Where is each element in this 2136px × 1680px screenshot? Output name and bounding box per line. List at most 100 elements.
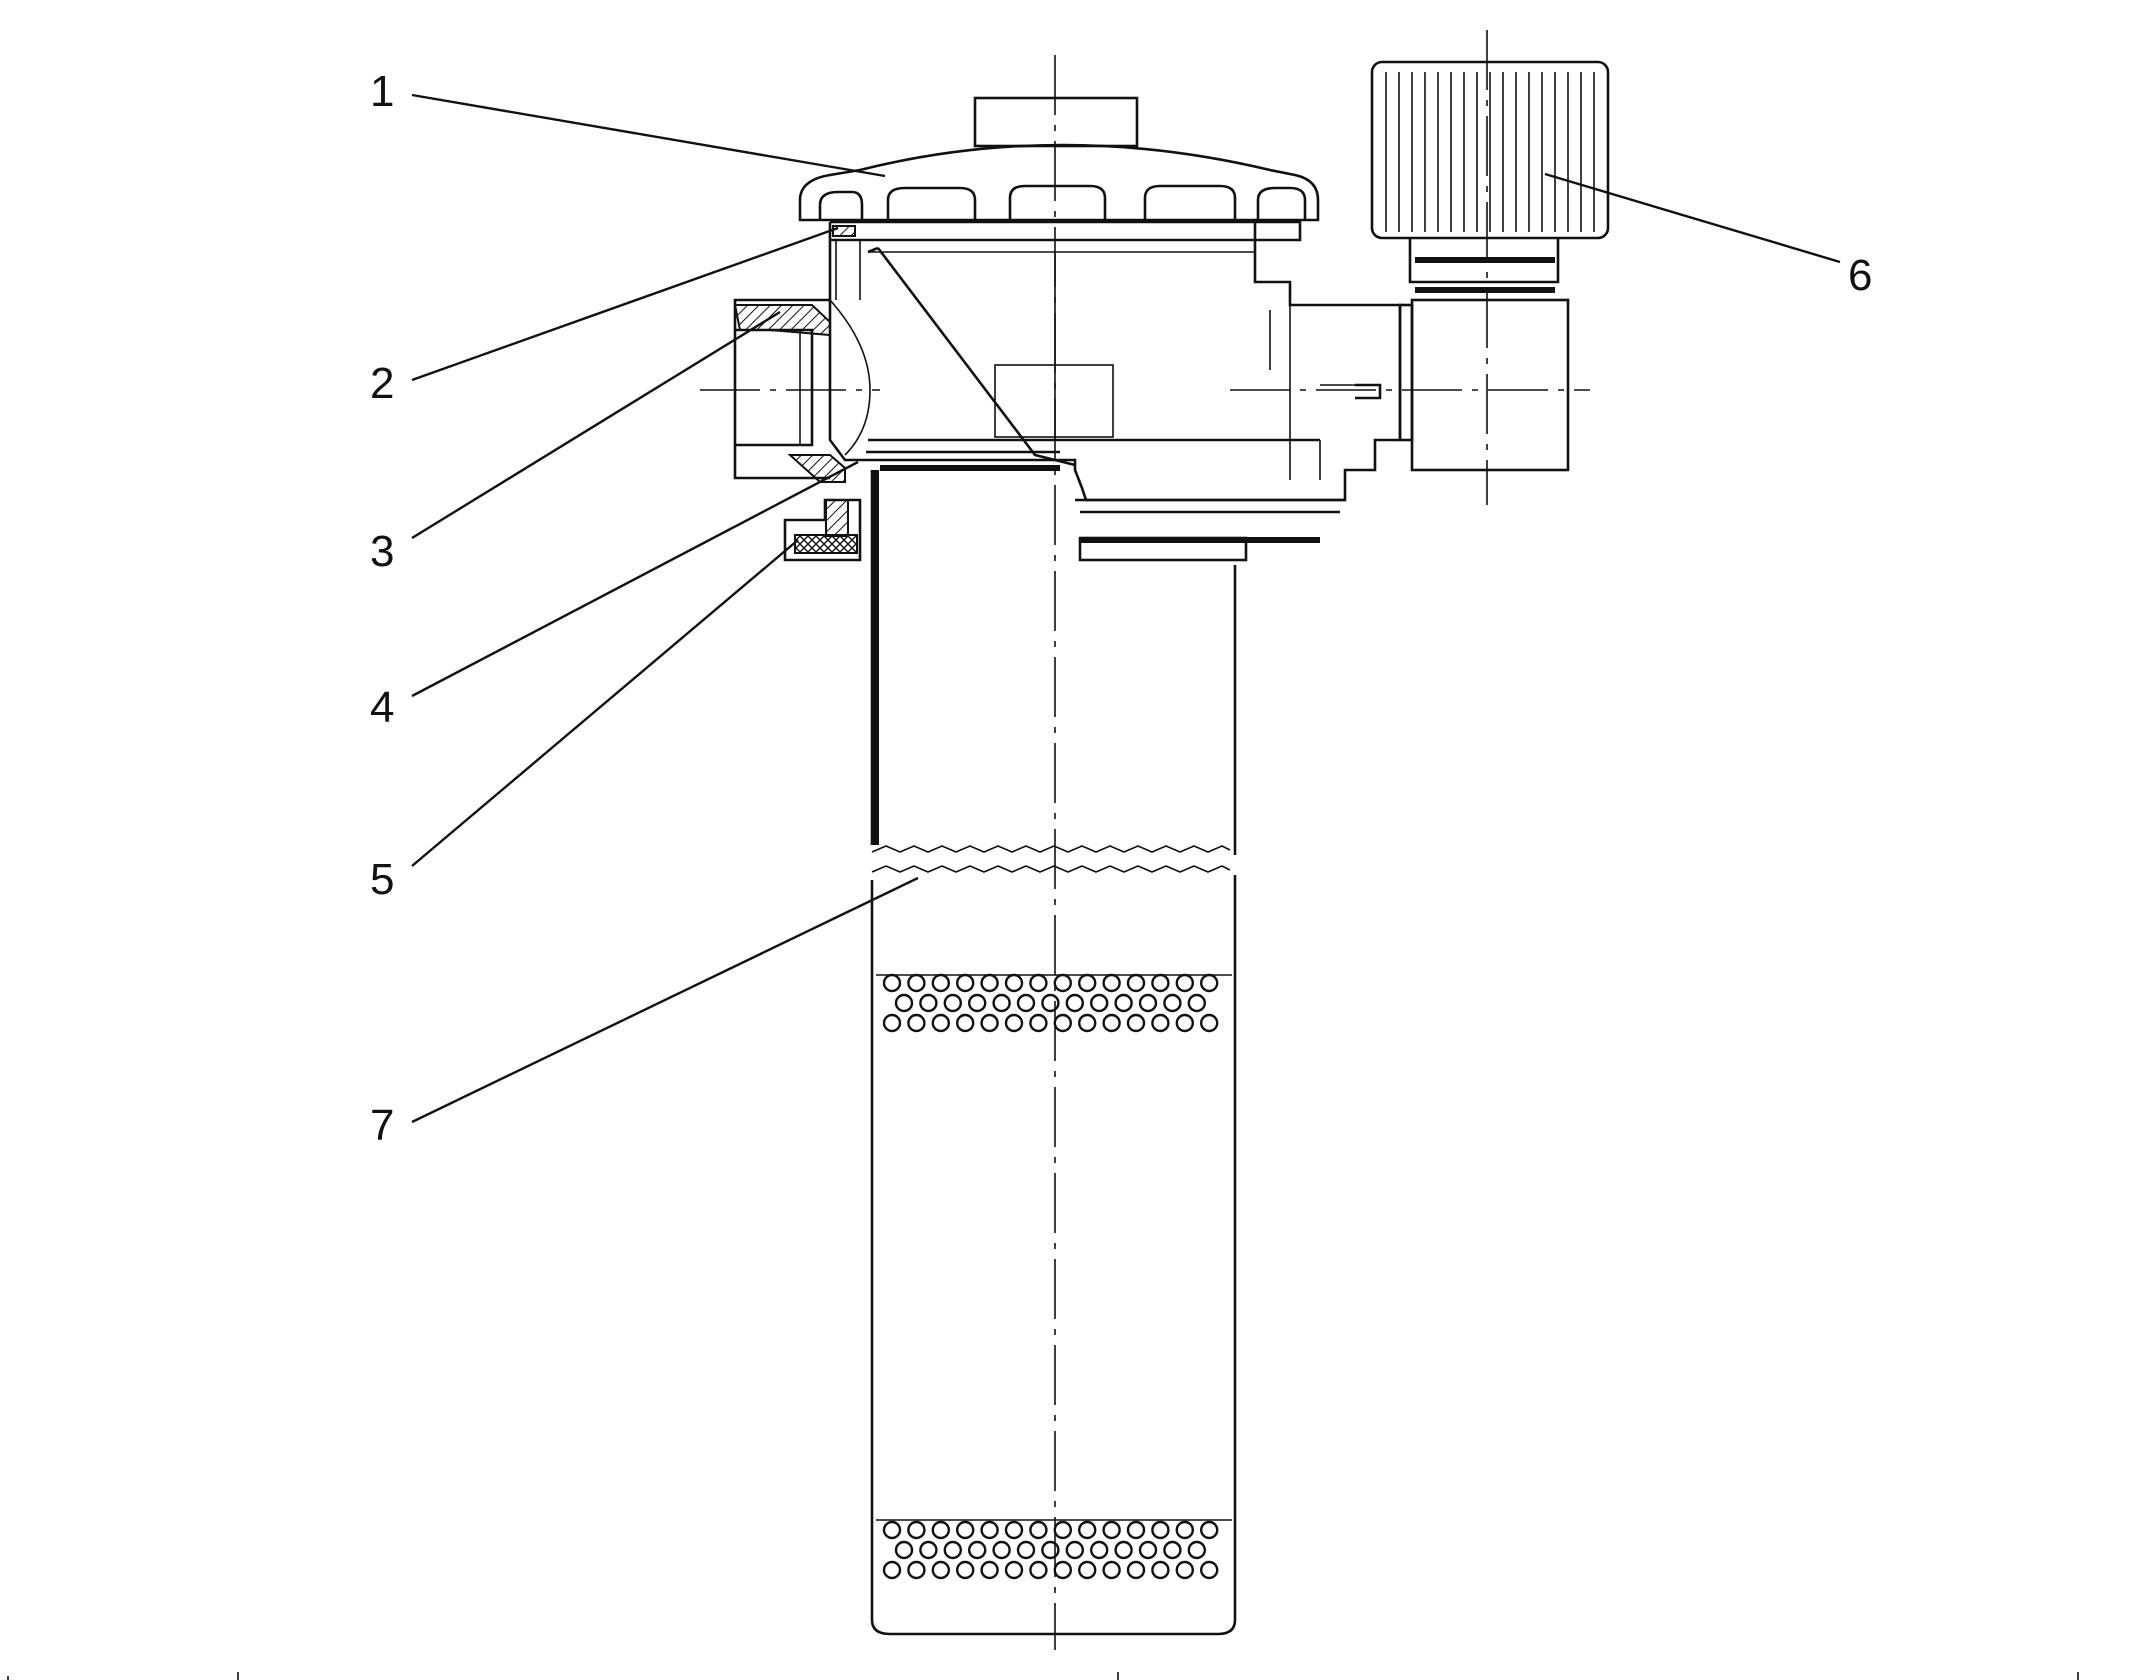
leader-lines [411, 93, 1841, 1124]
perforation-hole [1029, 1560, 1048, 1580]
perforation-hole [1163, 1540, 1182, 1560]
clogging-indicator [1370, 60, 1610, 472]
perforation-hole [1077, 1013, 1097, 1033]
perforation-hole [1187, 993, 1207, 1013]
perforation-hole [1065, 1540, 1085, 1560]
perforation-hole [1077, 973, 1097, 993]
perforation-hole [1114, 993, 1133, 1013]
break-line-upper [871, 845, 1231, 853]
perforation-hole [1175, 1013, 1195, 1033]
filter-head [828, 222, 1402, 562]
perforation-hole [1004, 1520, 1024, 1540]
perforation-hole [980, 1520, 999, 1540]
perforation-hole [943, 993, 962, 1013]
perforation-hole [1126, 1560, 1146, 1580]
perforation-hole [1126, 1520, 1146, 1540]
perforation-hole [1016, 993, 1036, 1013]
perforation-hole [1175, 973, 1195, 993]
perforation-hole [1053, 973, 1073, 993]
filter-cover [798, 96, 1320, 300]
perforation-hole [1077, 1520, 1097, 1540]
perforation-hole [882, 1013, 902, 1033]
perforation-hole [882, 973, 902, 993]
callout-5: 5 [370, 855, 394, 904]
perforation-hole [1187, 1540, 1207, 1560]
perforation-hole [1004, 1013, 1024, 1033]
perforation-hole [980, 1560, 999, 1580]
perforation-hole [1065, 993, 1085, 1013]
callout-labels: 1 2 3 4 5 6 7 [370, 67, 1872, 1150]
perforation-hole [931, 1013, 950, 1033]
leader-4 [411, 460, 859, 698]
perforation-hole [931, 973, 950, 993]
perforation-hole [1138, 1540, 1158, 1560]
perforation-hole [992, 1540, 1011, 1560]
perforation-hole [1126, 973, 1146, 993]
perforation-hole [1102, 973, 1121, 993]
callout-4: 4 [370, 683, 394, 732]
leader-1 [411, 93, 886, 178]
perforation-hole [919, 993, 938, 1013]
perforation-hole [931, 1520, 950, 1540]
perforation-hole [956, 1560, 975, 1580]
callout-3: 3 [370, 527, 394, 576]
perforation-hole [1199, 1560, 1219, 1580]
callout-1: 1 [370, 67, 394, 116]
perforation-holes-lower [882, 1520, 1219, 1580]
indicator-knurling [1385, 72, 1595, 232]
filter-bowl [870, 470, 1237, 1636]
perforation-hole [1151, 1520, 1170, 1540]
perforation-hole [968, 993, 987, 1013]
perforation-hole [907, 1013, 926, 1033]
perforation-hole [1151, 1013, 1170, 1033]
perforation-hole [1163, 993, 1182, 1013]
perforation-hole [956, 1520, 975, 1540]
break-line-lower [871, 865, 1231, 873]
perforation-hole [1126, 1013, 1146, 1033]
perforation-hole [1199, 1013, 1219, 1033]
lower-ring-seal [783, 498, 862, 562]
callout-6: 6 [1848, 251, 1872, 300]
perforation-hole [1029, 973, 1048, 993]
perforation-hole [1041, 1540, 1060, 1560]
perforation-hole [882, 1560, 902, 1580]
perforation-hole [1199, 1520, 1219, 1540]
perforation-hole [1114, 1540, 1133, 1560]
perforation-hole [1151, 973, 1170, 993]
perforation-hole [1175, 1560, 1195, 1580]
perforation-hole [1004, 973, 1024, 993]
page-ticks [7, 1672, 2079, 1680]
perforation-hole [1151, 1560, 1170, 1580]
perforation-hole [1102, 1520, 1121, 1540]
perforation-hole [980, 973, 999, 993]
perforation-hole [894, 993, 914, 1013]
perforation-hole [919, 1540, 938, 1560]
perforation-hole [1053, 1520, 1073, 1540]
perforation-hole [1016, 1540, 1036, 1560]
perforation-hole [956, 973, 975, 993]
perforation-hole [1089, 1540, 1109, 1560]
leader-3 [411, 310, 781, 540]
perforation-holes-upper [882, 973, 1219, 1033]
perforation-hole [943, 1540, 962, 1560]
perforation-hole [1089, 993, 1109, 1013]
perforation-hole [1138, 993, 1158, 1013]
perforation-hole [907, 973, 926, 993]
inlet-port [733, 298, 871, 483]
centerlines [700, 30, 1590, 1650]
perforation-hole [1029, 1013, 1048, 1033]
perforation-hole [1004, 1560, 1024, 1580]
leader-6 [1544, 172, 1841, 264]
callout-7: 7 [370, 1101, 394, 1150]
perforation-hole [1199, 973, 1219, 993]
perforation-hole [968, 1540, 987, 1560]
perforation-hole [882, 1520, 902, 1540]
perforation-hole [1077, 1560, 1097, 1580]
perforation-hole [992, 993, 1011, 1013]
leader-7 [411, 876, 919, 1124]
perforation-hole [1102, 1560, 1121, 1580]
inlet-seal-hatched [733, 304, 831, 337]
callout-2: 2 [370, 359, 394, 408]
perforation-hole [1029, 1520, 1048, 1540]
